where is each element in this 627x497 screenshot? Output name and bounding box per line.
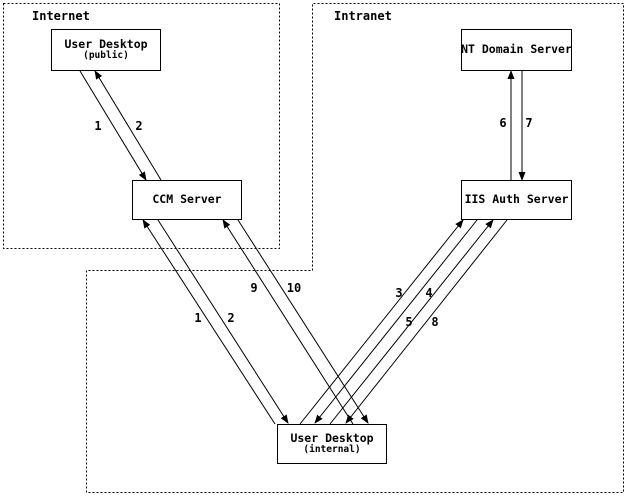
node-title: User Desktop xyxy=(290,430,374,445)
edge-label-9-internal-ccm: 9 xyxy=(250,281,258,295)
node-title: CCM Server xyxy=(152,192,222,207)
intranet-zone-label: Intranet xyxy=(334,9,392,23)
edge-line-4-iis-to-internal xyxy=(314,219,478,424)
edge-line-1-internal-to-ccm xyxy=(142,219,276,425)
node-subtitle: (internal) xyxy=(303,444,361,456)
edge-line-10-ccm-to-internal xyxy=(237,219,369,424)
edge-label-2-ccm-internal: 2 xyxy=(227,311,235,325)
intranet-zone-border xyxy=(86,3,624,493)
node-nt-domain-server: NT Domain Server xyxy=(461,29,572,71)
node-ccm-server: CCM Server xyxy=(132,180,242,220)
node-title: IIS Auth Server xyxy=(464,192,569,207)
node-user-desktop-internal: User Desktop (internal) xyxy=(277,424,387,464)
node-title: NT Domain Server xyxy=(461,42,572,57)
node-title: User Desktop xyxy=(64,36,148,51)
edge-line-5-internal-to-iis xyxy=(329,219,494,425)
edge-label-5-internal-iis: 5 xyxy=(405,315,413,329)
edge-label-8-iis-internal: 8 xyxy=(431,315,439,329)
edge-line-3-internal-to-iis xyxy=(299,219,464,425)
edge-label-4-iis-internal: 4 xyxy=(425,286,433,300)
internet-zone-border xyxy=(3,3,280,249)
edge-label-6-iis-nt: 6 xyxy=(499,116,507,130)
edge-label-1-public-ccm: 1 xyxy=(94,119,102,133)
edge-label-3-internal-iis: 3 xyxy=(395,286,403,300)
node-user-desktop-public: User Desktop (public) xyxy=(51,29,161,71)
node-iis-auth-server: IIS Auth Server xyxy=(461,180,572,220)
edge-line-2-ccm-to-internal xyxy=(157,219,289,424)
edge-label-1-internal-ccm: 1 xyxy=(194,311,202,325)
edge-line-1-public-to-ccm xyxy=(79,70,147,181)
edge-label-10-ccm-internal: 10 xyxy=(286,281,302,295)
node-subtitle: (public) xyxy=(83,50,129,62)
edge-line-8-iis-to-internal xyxy=(345,219,508,424)
edge-line-2-ccm-to-public xyxy=(94,70,162,181)
edge-line-9-internal-to-ccm xyxy=(222,219,354,425)
edge-label-7-nt-iis: 7 xyxy=(525,116,533,130)
edge-label-2-ccm-public: 2 xyxy=(135,119,143,133)
internet-zone-label: Internet xyxy=(32,9,90,23)
